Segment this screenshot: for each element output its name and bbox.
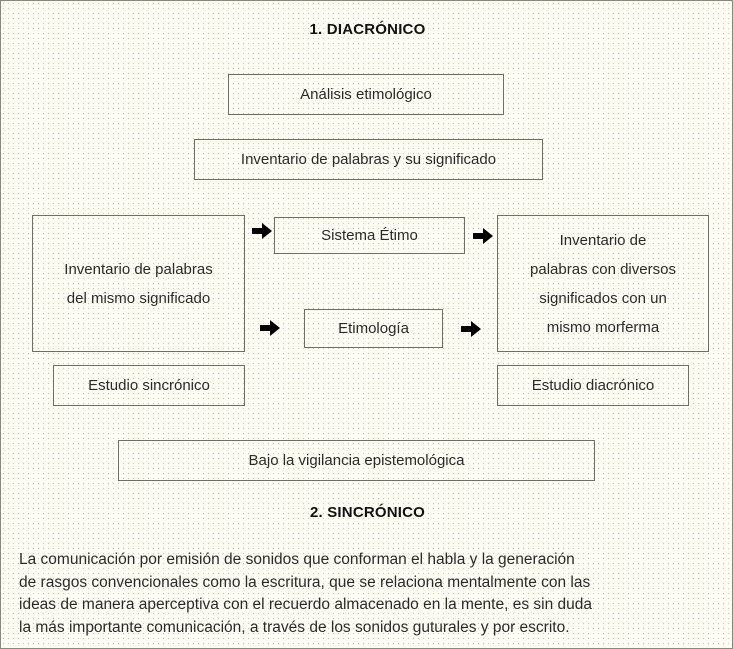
paragraph-line: ideas de manera aperceptiva con el recue…: [19, 596, 593, 613]
summary-paragraph: La comunicación por emisión de sonidos q…: [19, 549, 719, 639]
paragraph-line: la más importante comunicación, a través…: [19, 618, 570, 636]
box-line: Inventario de palabras: [64, 260, 213, 278]
heading-diacronico: 1. DIACRÓNICO: [309, 21, 426, 38]
box-line: Inventario de: [559, 231, 647, 249]
arrow-right-icon: [472, 225, 494, 247]
paragraph-line: de rasgos convencionales como la escritu…: [19, 573, 591, 591]
box-estudio-sincronico[interactable]: Estudio sincrónico: [53, 365, 245, 406]
arrow-right-icon: [251, 220, 273, 242]
box-line: mismo morferma: [546, 318, 660, 336]
box-line: del mismo significado: [66, 289, 211, 307]
arrow-right-icon: [259, 317, 281, 339]
box-inventario-palabras-significado[interactable]: Inventario de palabras y su significado: [194, 139, 543, 180]
heading-sincronico: 2. SINCRÓNICO: [309, 504, 426, 521]
box-estudio-diacronico[interactable]: Estudio diacrónico: [497, 365, 689, 406]
box-line: palabras con diversos: [530, 260, 676, 278]
box-line: significados con un: [539, 289, 667, 307]
box-sistema-etimo[interactable]: Sistema Étimo: [274, 217, 465, 254]
paragraph-line: La comunicación por emisión de sonidos q…: [19, 551, 575, 568]
box-vigilancia-epistemologica[interactable]: Bajo la vigilancia epistemológica: [118, 440, 595, 481]
box-inventario-mismo-significado[interactable]: Inventario de palabras del mismo signifi…: [32, 215, 245, 352]
arrow-right-icon: [460, 318, 482, 340]
box-analisis-etimologico[interactable]: Análisis etimológico: [228, 74, 504, 115]
box-etimologia[interactable]: Etimología: [304, 309, 443, 348]
box-inventario-diversos-significados[interactable]: Inventario de palabras con diversos sign…: [497, 215, 709, 352]
